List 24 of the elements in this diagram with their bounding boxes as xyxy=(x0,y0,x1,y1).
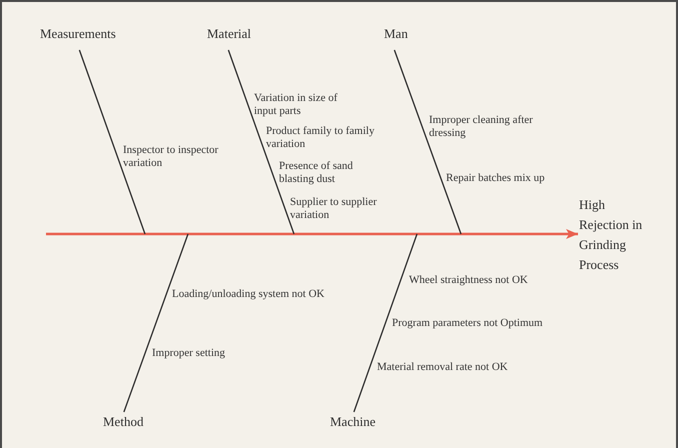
cause-label: Wheel straightness not OK xyxy=(409,274,528,286)
branch-line xyxy=(123,234,189,412)
effect-label: High Rejection in Grinding Process xyxy=(579,195,653,275)
cause-label: Inspector to inspector variation xyxy=(123,144,220,170)
category-label: Machine xyxy=(330,413,376,431)
cause-label: Variation in size of input parts xyxy=(254,92,338,118)
category-label: Material xyxy=(207,25,252,43)
cause-label: Repair batches mix up xyxy=(446,172,545,184)
cause-label: Program parameters not Optimum xyxy=(392,316,543,330)
cause-label: Loading/unloading system not OK xyxy=(172,288,324,300)
branch-line xyxy=(353,234,418,412)
category-label: Measurements xyxy=(40,25,116,43)
spine-arrow xyxy=(46,229,578,239)
cause-label: Presence of sand blasting dust xyxy=(279,160,354,186)
branch-line xyxy=(394,50,462,234)
cause-label: Product family to family variation xyxy=(266,124,376,150)
category-label: Man xyxy=(384,25,408,43)
cause-label: Improper cleaning after dressing xyxy=(429,114,534,140)
branch-line xyxy=(228,50,295,234)
cause-label: Material removal rate not OK xyxy=(377,360,508,374)
cause-label: Improper setting xyxy=(152,346,226,360)
category-label: Method xyxy=(103,413,144,431)
branch-line xyxy=(78,50,146,234)
cause-label: Supplier to supplier variation xyxy=(290,196,378,222)
